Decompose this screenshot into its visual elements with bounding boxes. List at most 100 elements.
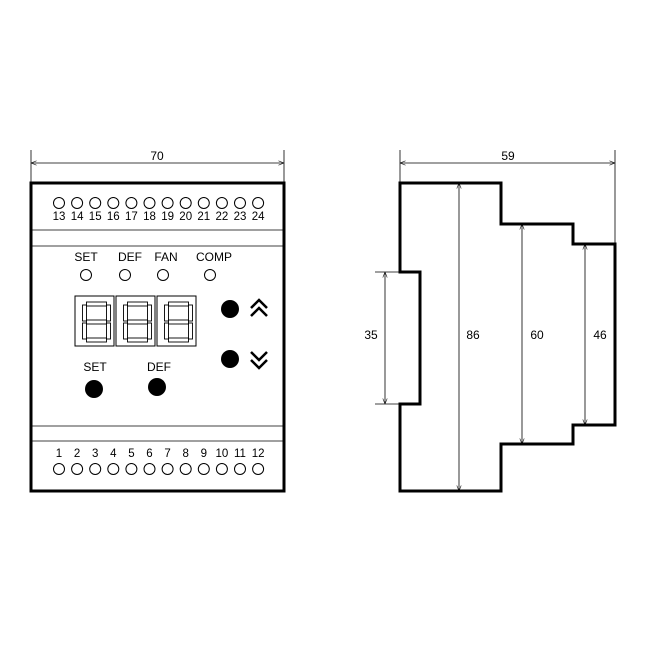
total-height-label-knockout <box>462 328 484 343</box>
indicator-label-fan: FAN <box>154 250 177 264</box>
middle-height-label-knockout <box>526 328 548 343</box>
top-terminal-number: 21 <box>197 211 210 223</box>
indicator-led-comp <box>204 269 216 281</box>
top-terminal-hole <box>71 197 84 209</box>
bottom-terminal-hole <box>215 463 228 475</box>
def-button[interactable] <box>148 378 166 396</box>
bottom-terminal-hole <box>252 463 265 475</box>
bottom-terminal-number: 4 <box>110 448 117 460</box>
seven-segment-display <box>74 295 197 347</box>
bottom-terminal-number: 7 <box>164 448 170 460</box>
display-segment <box>168 319 189 325</box>
double-chevron-down-icon <box>250 351 268 370</box>
bottom-terminal-number: 6 <box>146 448 152 460</box>
indicator-label-def: DEF <box>118 250 142 264</box>
display-segment <box>86 301 107 307</box>
top-terminal-number: 16 <box>107 211 120 223</box>
def-button-label: DEF <box>147 360 171 374</box>
bottom-terminal-holes <box>53 463 265 475</box>
top-terminal-holes <box>53 197 265 209</box>
bottom-terminal-hole <box>53 463 65 475</box>
top-terminal-number: 14 <box>71 211 84 223</box>
set-button-label: SET <box>83 360 107 374</box>
bottom-terminal-hole <box>179 463 192 475</box>
top-terminal-hole <box>143 197 156 209</box>
bottom-terminal-number: 5 <box>128 448 134 460</box>
display-segment <box>147 304 152 322</box>
top-terminal-number: 19 <box>161 211 174 223</box>
width-dimension-label: 70 <box>150 149 164 163</box>
display-segment <box>168 301 189 307</box>
top-terminal-number: 23 <box>234 211 247 223</box>
bottom-terminal-number: 12 <box>252 448 265 460</box>
bottom-terminal-number: 11 <box>234 448 246 460</box>
bottom-terminal-hole <box>71 463 84 475</box>
rail-dimension-label: 35 <box>364 328 378 342</box>
bottom-terminal-number: 8 <box>182 448 188 460</box>
indicator-label-set: SET <box>74 250 98 264</box>
indicator-led-fan <box>157 269 169 281</box>
front-housing-outline <box>29 181 286 493</box>
indicator-led-set <box>80 269 92 281</box>
display-segment <box>82 322 87 340</box>
display-digit <box>156 295 197 347</box>
indicator-led-def <box>119 269 131 281</box>
bottom-terminal-hole <box>234 463 246 475</box>
side-profile-outline <box>398 181 617 493</box>
top-terminal-hole <box>89 197 102 209</box>
bottom-terminal-hole <box>197 463 210 475</box>
bottom-terminal-number: 2 <box>74 448 80 460</box>
bottom-terminal-number: 9 <box>201 448 207 460</box>
display-segment <box>164 304 169 322</box>
display-digit <box>74 295 115 347</box>
bottom-terminal-number: 10 <box>216 448 229 460</box>
display-segment <box>106 322 111 340</box>
top-terminal-number: 24 <box>252 211 265 223</box>
top-terminal-number: 17 <box>125 211 138 223</box>
down-button[interactable] <box>221 350 239 368</box>
double-chevron-up-icon <box>250 298 268 317</box>
indicator-label-comp: COMP <box>196 250 232 264</box>
bottom-terminal-hole <box>107 463 120 475</box>
top-terminal-hole <box>107 197 120 209</box>
bottom-terminal-hole <box>143 463 156 475</box>
bottom-terminal-number: 1 <box>56 448 62 460</box>
bottom-terminal-number: 3 <box>92 448 98 460</box>
top-terminal-number: 18 <box>143 211 156 223</box>
top-terminal-number: 13 <box>53 211 66 223</box>
bottom-terminal-hole <box>161 463 174 475</box>
top-terminal-number: 15 <box>89 211 102 223</box>
display-segment <box>82 304 87 322</box>
up-button[interactable] <box>221 300 239 318</box>
display-segment <box>127 301 148 307</box>
top-terminal-number: 20 <box>179 211 192 223</box>
display-segment <box>106 304 111 322</box>
display-segment <box>188 322 193 340</box>
display-segment <box>123 322 128 340</box>
side-view: 59 35 86 60 46 <box>364 149 617 493</box>
display-segment <box>147 322 152 340</box>
top-terminal-hole <box>252 197 265 209</box>
display-segment <box>168 337 189 343</box>
set-button[interactable] <box>85 380 103 398</box>
bottom-terminal-hole <box>89 463 102 475</box>
display-segment <box>127 319 148 325</box>
front-height-dimension-label: 46 <box>593 328 607 342</box>
top-terminal-hole <box>179 197 192 209</box>
top-terminal-hole <box>53 197 65 209</box>
display-segment <box>188 304 193 322</box>
middle-height-dimension-label: 60 <box>530 328 544 342</box>
depth-dimension-label: 59 <box>501 149 515 163</box>
display-segment <box>86 319 107 325</box>
bottom-terminal-hole <box>125 463 138 475</box>
top-terminal-hole <box>125 197 138 209</box>
top-terminal-hole <box>161 197 174 209</box>
display-segment <box>86 337 107 343</box>
top-terminal-hole <box>215 197 228 209</box>
total-height-dimension-label: 86 <box>466 328 480 342</box>
top-terminal-hole <box>197 197 210 209</box>
top-terminal-number: 22 <box>216 211 229 223</box>
